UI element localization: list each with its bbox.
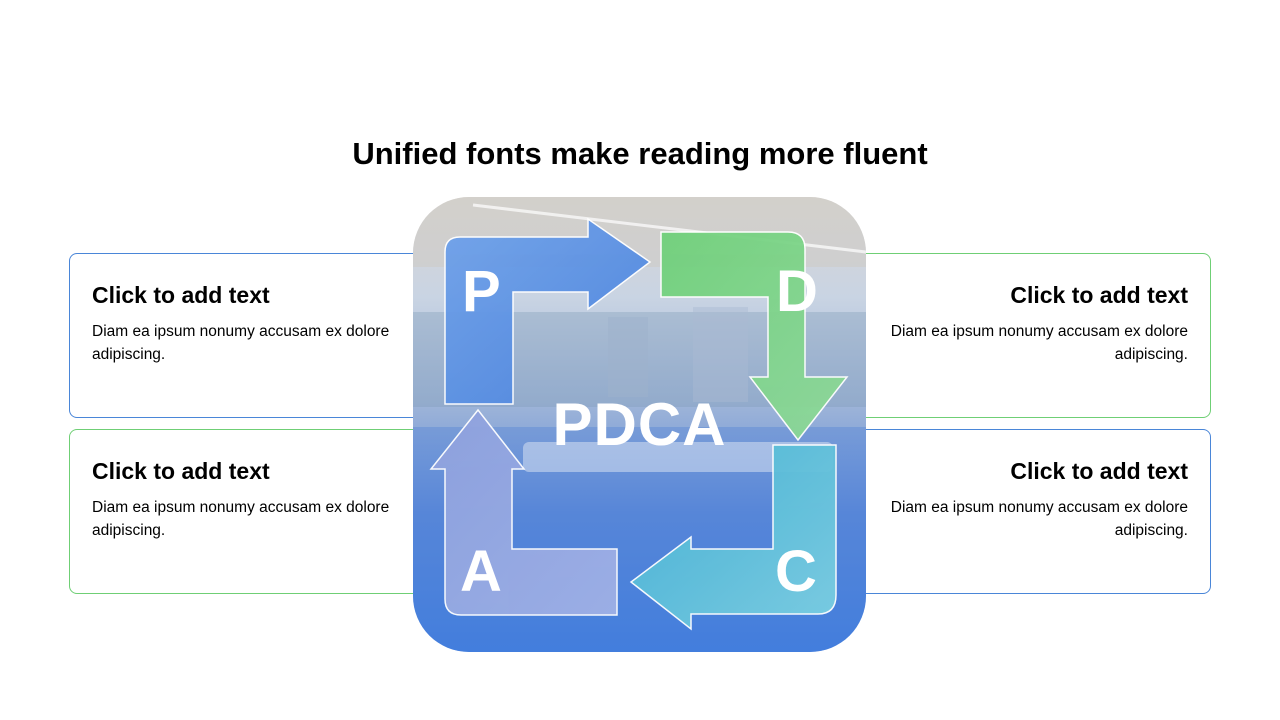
- cycle-step-a: A: [460, 539, 502, 604]
- card-body[interactable]: Diam ea ipsum nonumy accusam ex dolore a…: [92, 499, 390, 539]
- cycle-step-p: P: [462, 259, 501, 324]
- pdca-hub-image: [413, 197, 866, 652]
- cycle-step-c: C: [775, 539, 817, 604]
- card-heading[interactable]: Click to add text: [92, 458, 270, 484]
- plan-arrow: [444, 217, 652, 405]
- card-body[interactable]: Diam ea ipsum nonumy accusam ex dolore a…: [92, 323, 390, 363]
- card-heading[interactable]: Click to add text: [92, 282, 270, 308]
- card-heading[interactable]: Click to add text: [1010, 282, 1188, 308]
- slide-title: Unified fonts make reading more fluent: [352, 136, 928, 171]
- act-arrow: [429, 408, 618, 616]
- card-body[interactable]: Diam ea ipsum nonumy accusam ex dolore a…: [890, 499, 1188, 539]
- card-body[interactable]: Diam ea ipsum nonumy accusam ex dolore a…: [890, 323, 1188, 363]
- cycle-center-label: PDCA: [552, 391, 727, 458]
- pdca-cycle-graphic: [413, 197, 866, 652]
- do-arrow: [660, 231, 849, 442]
- cycle-step-d: D: [776, 259, 818, 324]
- card-heading[interactable]: Click to add text: [1010, 458, 1188, 484]
- check-arrow: [629, 444, 837, 631]
